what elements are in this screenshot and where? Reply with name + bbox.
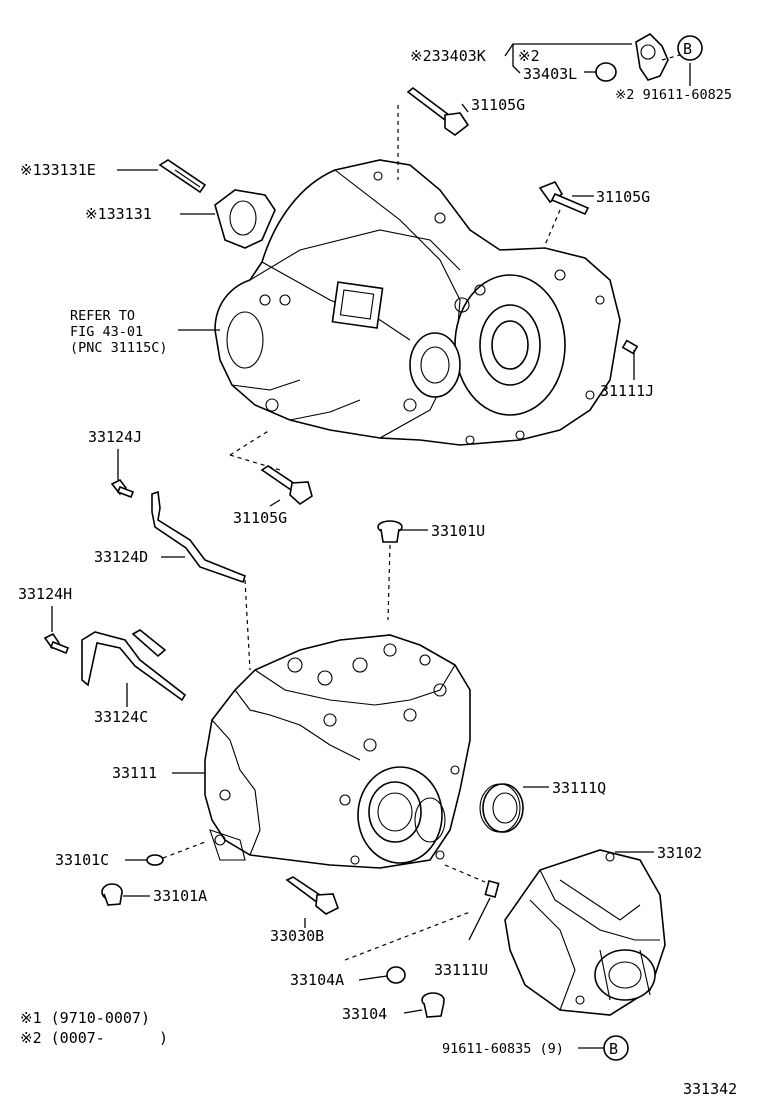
callout-b-bottom-circle: [603, 1035, 629, 1061]
label-31111j: 31111J: [600, 382, 654, 400]
label-33101a: 33101A: [153, 887, 207, 905]
label-callout-b-top: B: [683, 40, 692, 58]
plug-33101a: [101, 883, 123, 906]
label-33111u: 33111U: [434, 961, 488, 979]
label-33101c: 33101C: [55, 851, 109, 869]
label-91611-60825: ※2 91611-60825: [615, 87, 732, 103]
label-33111: 33111: [112, 764, 157, 782]
label-33124c: 33124C: [94, 708, 148, 726]
bolt-33030b: [285, 876, 339, 915]
oil-seal-33111q: [479, 783, 524, 833]
bolt-133131e: [158, 159, 207, 194]
footnote-1: ※1 (9710-0007): [20, 1009, 150, 1027]
footnote-2: ※2 (0007- ): [20, 1029, 168, 1047]
clutch-release-bearing-hub: [214, 189, 276, 249]
callout-b-top-circle: [677, 35, 703, 61]
plug-33101u: [377, 520, 403, 543]
bracket-33124c: [81, 629, 187, 702]
bolt-33124j: [110, 478, 135, 499]
label-33104a: 33104A: [290, 971, 344, 989]
gasket-33101c: [146, 854, 164, 866]
lower-case-housing-33111: [204, 634, 471, 869]
case-cover-33102: [504, 849, 666, 1016]
label-callout-b-bottom: B: [609, 1040, 618, 1058]
label-233403k: ※233403K: [410, 47, 486, 65]
label-31105g-right: 31105G: [596, 188, 650, 206]
bracket-33124d: [151, 490, 246, 584]
dowel-33111u: [484, 879, 500, 899]
label-33102: 33102: [657, 844, 702, 862]
label-33124d: 33124D: [94, 548, 148, 566]
label-133131e: ※133131E: [20, 161, 96, 179]
label-refer-line3: (PNC 31115C): [70, 340, 168, 356]
label-31105g-lower: 31105G: [233, 509, 287, 527]
label-refer-line2: FIG 43-01: [70, 324, 143, 340]
bolt-33124h: [43, 632, 70, 655]
label-refer-line1: REFER TO: [70, 308, 135, 324]
label-33124h: 33124H: [18, 585, 72, 603]
switch-233403k: [595, 33, 669, 82]
gasket-33104a: [386, 966, 406, 984]
figure-number: 331342: [683, 1080, 737, 1098]
bolt-31105g-right: [538, 181, 590, 216]
plug-33104: [421, 992, 445, 1018]
label-133131: ※133131: [85, 205, 152, 223]
label-31105g-top: 31105G: [471, 96, 525, 114]
label-33111q: 33111Q: [552, 779, 606, 797]
label-33104: 33104: [342, 1005, 387, 1023]
leader-lines: [51, 43, 691, 1049]
dowel-pin-31111j: [621, 339, 639, 355]
label-mark-2: ※2: [518, 47, 540, 65]
label-33101u: 33101U: [431, 522, 485, 540]
upper-case-housing: [214, 159, 621, 446]
label-33124j: 33124J: [88, 428, 142, 446]
label-33403l: 33403L: [523, 65, 577, 83]
bolt-31105g-lower: [260, 465, 313, 506]
label-91611-60835: 91611-60835 (9): [442, 1041, 564, 1057]
bolt-31105g-top: [406, 86, 470, 136]
label-33030b: 33030B: [270, 927, 324, 945]
